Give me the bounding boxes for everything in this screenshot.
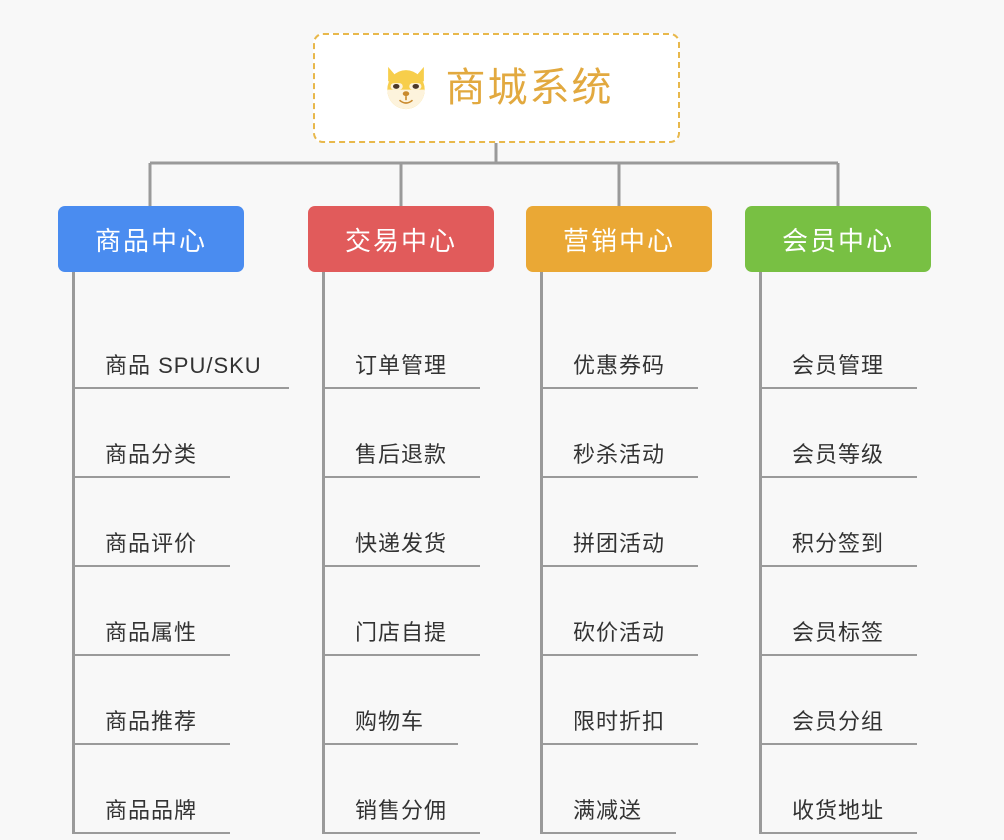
tree-item-label: 订单管理 [355, 353, 448, 378]
tree-item-rule [762, 832, 917, 834]
tree-item-label: 商品 SPU/SKU [105, 353, 262, 378]
tree-item[interactable]: 商品评价 [75, 478, 244, 567]
tree-item-label: 商品推荐 [105, 709, 198, 734]
category-header-2[interactable]: 交易中心 [308, 206, 494, 272]
tree-item[interactable]: 订单管理 [325, 300, 494, 389]
tree-item-label: 快递发货 [355, 531, 448, 556]
tree-item[interactable]: 优惠券码 [543, 300, 712, 389]
tree-item-rule [325, 743, 458, 745]
tree-item-label: 会员管理 [792, 353, 885, 378]
tree-item-rule [543, 387, 698, 389]
tree-item-label: 会员等级 [792, 442, 885, 467]
branch-column-2: 交易中心 订单管理 售后退款 快递发货 门店自提 购物车 [308, 206, 494, 834]
tree-item-rule [762, 387, 917, 389]
tree-item-rule [75, 832, 230, 834]
tree-item-rule [762, 476, 917, 478]
tree-item-label: 商品品牌 [105, 798, 198, 823]
tree-item-rule [75, 387, 289, 389]
category-label-2: 交易中心 [344, 225, 457, 256]
tree-item-label: 满减送 [573, 798, 643, 823]
tree-item[interactable]: 商品推荐 [75, 656, 244, 745]
tree-item-rule [325, 654, 480, 656]
tree-item[interactable]: 收货地址 [762, 745, 931, 834]
category-header-4[interactable]: 会员中心 [745, 206, 931, 272]
tree-item-label: 拼团活动 [573, 531, 666, 556]
tree-item[interactable]: 满减送 [543, 745, 712, 834]
tree-item[interactable]: 商品分类 [75, 389, 244, 478]
category-header-3[interactable]: 营销中心 [526, 206, 712, 272]
tree-item-rule [762, 743, 917, 745]
branch-column-4: 会员中心 会员管理 会员等级 积分签到 会员标签 会员分组 [745, 206, 931, 834]
tree-item[interactable]: 购物车 [325, 656, 494, 745]
tree-item-rule [75, 565, 230, 567]
tree-item[interactable]: 会员分组 [762, 656, 931, 745]
tree-item[interactable]: 商品属性 [75, 567, 244, 656]
tree-item-label: 商品分类 [105, 442, 198, 467]
tree-item-label: 会员分组 [792, 709, 885, 734]
category-label-3: 营销中心 [562, 225, 675, 256]
branch-trunk-3: 优惠券码 秒杀活动 拼团活动 砍价活动 限时折扣 满减送 [540, 272, 712, 834]
root-node[interactable]: 商城系统 [313, 33, 680, 143]
tree-item-rule [325, 387, 480, 389]
tree-item-label: 收货地址 [792, 798, 885, 823]
tree-item-label: 商品评价 [105, 531, 198, 556]
tree-item-label: 积分签到 [792, 531, 885, 556]
tree-item-rule [75, 743, 230, 745]
tree-item-label: 商品属性 [105, 620, 198, 645]
tree-item-label: 会员标签 [792, 620, 885, 645]
tree-item[interactable]: 商品 SPU/SKU [75, 300, 289, 389]
tree-item[interactable]: 会员等级 [762, 389, 931, 478]
tree-item-rule [75, 476, 230, 478]
category-label-4: 会员中心 [781, 225, 894, 256]
tree-item[interactable]: 限时折扣 [543, 656, 712, 745]
category-header-1[interactable]: 商品中心 [58, 206, 244, 272]
tree-item[interactable]: 积分签到 [762, 478, 931, 567]
tree-item-rule [325, 832, 480, 834]
tree-item[interactable]: 门店自提 [325, 567, 494, 656]
tree-item[interactable]: 砍价活动 [543, 567, 712, 656]
tree-item-label: 销售分佣 [355, 798, 448, 823]
tree-item-rule [325, 565, 480, 567]
shiba-dog-face-icon [386, 66, 425, 110]
branch-column-3: 营销中心 优惠券码 秒杀活动 拼团活动 砍价活动 限时折扣 [526, 206, 712, 834]
tree-item-rule [543, 476, 698, 478]
tree-item-rule [762, 565, 917, 567]
branch-trunk-1: 商品 SPU/SKU 商品分类 商品评价 商品属性 商品推荐 商品品牌 [72, 272, 289, 834]
tree-item[interactable]: 会员管理 [762, 300, 931, 389]
tree-item-rule [543, 654, 698, 656]
branch-trunk-2: 订单管理 售后退款 快递发货 门店自提 购物车 销售分佣 [322, 272, 494, 834]
tree-item-label: 购物车 [355, 709, 425, 734]
branch-column-1: 商品中心 商品 SPU/SKU 商品分类 商品评价 商品属性 商品推荐 [58, 206, 289, 834]
tree-item[interactable]: 售后退款 [325, 389, 494, 478]
tree-item-rule [762, 654, 917, 656]
tree-item[interactable]: 秒杀活动 [543, 389, 712, 478]
tree-item-rule [543, 565, 698, 567]
tree-item-label: 限时折扣 [573, 709, 666, 734]
tree-item-label: 售后退款 [355, 442, 448, 467]
tree-item-label: 优惠券码 [573, 353, 666, 378]
tree-item-rule [75, 654, 230, 656]
tree-item-rule [325, 476, 480, 478]
tree-item[interactable]: 会员标签 [762, 567, 931, 656]
tree-item-rule [543, 832, 676, 834]
tree-item[interactable]: 快递发货 [325, 478, 494, 567]
root-title: 商城系统 [445, 66, 614, 110]
tree-item-label: 秒杀活动 [573, 442, 666, 467]
tree-item-label: 门店自提 [355, 620, 448, 645]
tree-item[interactable]: 商品品牌 [75, 745, 244, 834]
tree-item-label: 砍价活动 [573, 620, 666, 645]
tree-item-rule [543, 743, 698, 745]
tree-item[interactable]: 拼团活动 [543, 478, 712, 567]
category-label-1: 商品中心 [94, 225, 207, 256]
tree-item[interactable]: 销售分佣 [325, 745, 494, 834]
branch-trunk-4: 会员管理 会员等级 积分签到 会员标签 会员分组 收货地址 [759, 272, 931, 834]
